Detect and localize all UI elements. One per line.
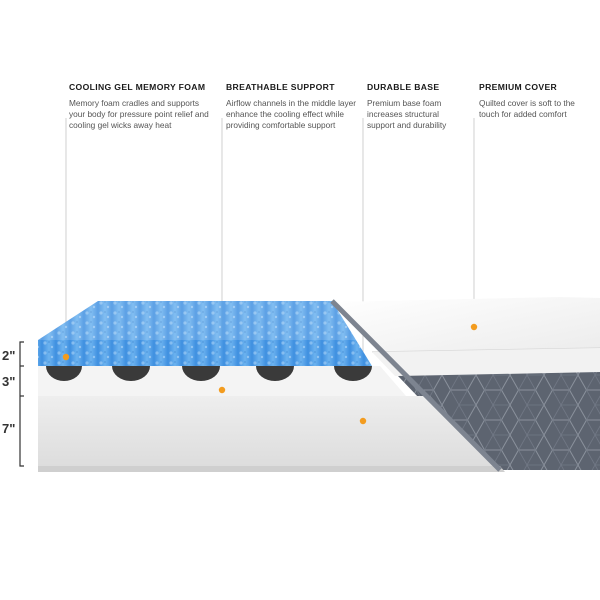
cover-top-surface: [332, 297, 600, 352]
accent-dot-breathable: [218, 386, 226, 394]
dimension-brackets: [19, 341, 24, 467]
dimension-label-top: 2": [2, 348, 16, 363]
base-foam-shadow: [38, 466, 505, 472]
cover-cut-edge: [330, 299, 502, 472]
label-durable-desc: Premium base foam increases structural s…: [367, 98, 447, 131]
cover-side: [372, 348, 600, 376]
label-cooling-desc: Memory foam cradles and supports your bo…: [69, 98, 209, 131]
label-premium-title: PREMIUM COVER: [479, 82, 558, 92]
label-cooling-title: COOLING GEL MEMORY FOAM: [69, 82, 206, 92]
accent-dot-cooling: [62, 353, 70, 361]
label-breathable-desc: Airflow channels in the middle layer enh…: [226, 98, 357, 131]
cover-hex-side: [398, 372, 600, 470]
dimension-label-base: 7": [2, 421, 16, 436]
gel-foam-top-surface: [38, 301, 356, 340]
base-foam-layer: [38, 396, 500, 470]
label-durable-title: DURABLE BASE: [367, 82, 440, 92]
label-durable-base: DURABLE BASE Premium base foam increases…: [367, 82, 467, 132]
label-breathable-title: BREATHABLE SUPPORT: [226, 82, 335, 92]
dimension-label-middle: 3": [2, 374, 16, 389]
accent-dot-premium: [470, 323, 478, 331]
label-premium-cover: PREMIUM COVER Quilted cover is soft to t…: [479, 82, 589, 120]
gel-foam-front: [38, 340, 372, 366]
label-cooling-gel: COOLING GEL MEMORY FOAM Memory foam crad…: [69, 82, 209, 132]
label-breathable-support: BREATHABLE SUPPORT Airflow channels in t…: [226, 82, 361, 132]
accent-dot-durable: [359, 417, 367, 425]
airflow-channels: [46, 366, 372, 381]
label-premium-desc: Quilted cover is soft to the touch for a…: [479, 98, 575, 120]
accent-dots: [62, 323, 478, 425]
